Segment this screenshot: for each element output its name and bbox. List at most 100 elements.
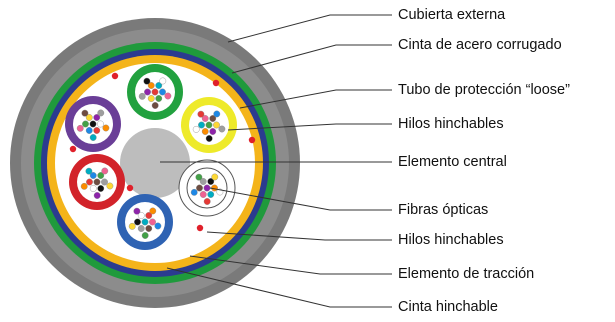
optical-fiber <box>144 88 151 96</box>
leader-lines <box>160 14 392 308</box>
optical-fiber <box>155 82 163 89</box>
optical-fiber <box>209 115 217 122</box>
optical-fiber <box>138 92 146 100</box>
optical-fiber <box>213 121 220 129</box>
leader-loose-tube <box>239 89 392 109</box>
leader-yarns-top <box>227 123 392 131</box>
optical-fiber <box>80 182 88 190</box>
optical-fiber <box>195 173 203 181</box>
yarn-dot <box>196 224 204 232</box>
yarn-dot <box>248 136 256 144</box>
optical-fiber <box>213 110 221 118</box>
optical-fiber <box>89 172 97 179</box>
optical-fiber <box>151 88 159 96</box>
label-outer-jacket: Cubierta externa <box>398 7 506 23</box>
yarn-dot <box>69 145 77 153</box>
optical-fiber <box>106 182 114 190</box>
optical-fiber <box>93 178 101 186</box>
optical-fiber <box>89 185 97 192</box>
optical-fiber <box>198 121 205 129</box>
optical-fiber <box>205 121 213 129</box>
tube-right-lower <box>178 159 236 217</box>
optical-fiber <box>190 188 198 196</box>
optical-fiber <box>209 128 217 135</box>
optical-fiber <box>201 115 209 122</box>
optical-fiber <box>97 120 104 128</box>
optical-fiber <box>199 178 207 185</box>
optical-fiber <box>147 82 155 89</box>
optical-fiber <box>82 120 89 128</box>
leader-outer-jacket <box>227 14 392 43</box>
optical-fiber <box>137 212 145 219</box>
tube-top <box>127 64 183 120</box>
optical-fiber <box>86 178 93 186</box>
optical-fiber <box>141 232 149 239</box>
label-steel-tape: Cinta de acero corrugado <box>398 37 562 53</box>
optical-fiber <box>149 207 157 215</box>
optical-fiber <box>196 184 203 192</box>
optical-fiber <box>203 198 211 205</box>
optical-fiber <box>97 172 105 179</box>
optical-fiber <box>93 127 101 134</box>
optical-fiber <box>154 222 162 230</box>
optical-fiber <box>76 124 84 132</box>
optical-fiber <box>101 178 108 186</box>
optical-fiber <box>101 167 109 175</box>
optical-fiber <box>81 109 89 117</box>
yarn-dot <box>212 79 220 87</box>
leader-strength-member <box>189 255 392 275</box>
optical-fiber <box>164 92 172 100</box>
optical-fiber <box>85 127 93 134</box>
optical-fiber <box>85 114 93 121</box>
optical-fiber <box>192 125 200 133</box>
optical-fiber <box>141 218 149 226</box>
optical-fiber <box>199 191 207 198</box>
leader-optical-fibers <box>209 187 392 211</box>
optical-fiber <box>211 173 219 181</box>
optical-fiber <box>102 124 110 132</box>
optical-fiber <box>128 222 136 230</box>
yarn-dot <box>126 184 134 192</box>
central-member <box>120 128 190 198</box>
optical-fiber <box>218 125 226 133</box>
optical-fiber <box>205 135 213 142</box>
optical-fiber <box>137 225 145 232</box>
tube-right-upper <box>181 97 237 153</box>
leader-swellable-tape <box>166 267 392 308</box>
optical-fiber <box>143 77 151 85</box>
optical-fiber <box>155 95 163 102</box>
label-loose-tube: Tubo de protección “loose” <box>398 82 570 98</box>
tube-left-lower <box>69 154 125 210</box>
optical-fiber <box>207 178 215 185</box>
optical-fiber <box>85 167 93 175</box>
optical-fiber <box>207 191 215 198</box>
optical-fiber <box>201 128 209 135</box>
optical-fiber <box>203 184 211 192</box>
leader-yarns-bottom <box>206 231 392 241</box>
optical-fiber <box>197 110 205 118</box>
optical-fiber <box>145 225 153 232</box>
optical-fiber <box>159 77 167 85</box>
optical-fiber <box>97 185 105 192</box>
optical-fiber <box>97 109 105 117</box>
optical-fiber <box>93 192 101 199</box>
label-swellable-yarns-top: Hilos hinchables <box>398 116 504 132</box>
tube-left-upper <box>65 96 121 152</box>
optical-fiber <box>133 207 141 215</box>
label-optical-fibers: Fibras ópticas <box>398 202 489 218</box>
label-swellable-yarns-bottom: Hilos hinchables <box>398 232 504 248</box>
label-swellable-tape: Cinta hinchable <box>398 299 498 315</box>
label-strength-member: Elemento de tracción <box>398 266 535 282</box>
optical-fiber <box>134 218 141 226</box>
label-central-member: Elemento central <box>398 154 507 170</box>
optical-fiber <box>159 88 166 96</box>
optical-fiber <box>145 212 153 219</box>
swellable-yarns <box>69 72 256 232</box>
optical-fiber <box>147 95 155 102</box>
yarn-dot <box>111 72 119 80</box>
optical-fiber <box>89 134 97 141</box>
optical-fiber <box>149 218 156 226</box>
optical-fiber <box>89 120 97 128</box>
optical-fiber <box>93 114 101 121</box>
optical-fiber <box>151 102 159 109</box>
